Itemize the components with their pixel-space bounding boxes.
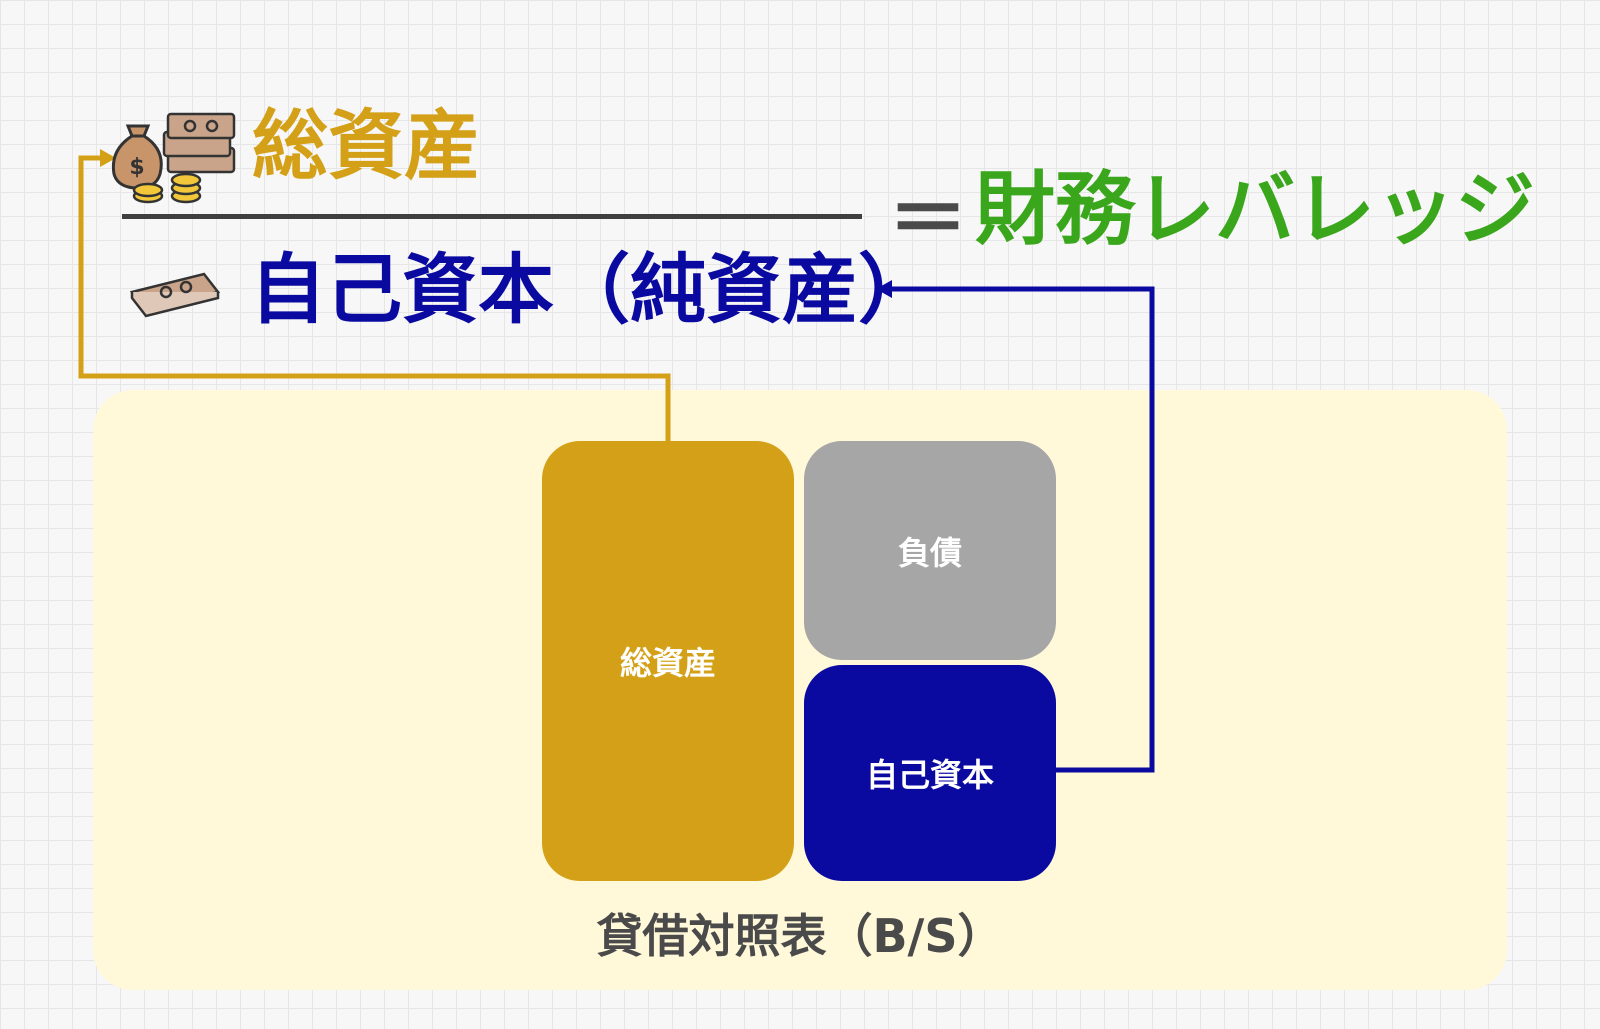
money-bag-cash-coins-icon: $ — [111, 112, 236, 204]
liabilities-block: 負債 — [804, 441, 1056, 660]
denominator-text: 自己資本（純資産） — [250, 245, 934, 334]
cash-stack-icon — [129, 272, 221, 318]
balance-sheet-caption: 貸借対照表（B/S） — [596, 909, 1004, 963]
equity-block-label: 自己資本 — [865, 756, 994, 794]
equity-connector-line — [890, 286, 1155, 773]
assets-connector-line — [78, 155, 671, 441]
coins-icon — [132, 172, 202, 204]
fraction-line — [122, 214, 862, 219]
result-text: 財務レバレッジ — [975, 163, 1535, 256]
numerator-text: 総資産 — [252, 101, 480, 190]
assets-block-label: 総資産 — [619, 644, 716, 682]
liabilities-block-label: 負債 — [897, 533, 962, 572]
assets-arrowhead — [100, 149, 116, 167]
equity-block: 自己資本 — [804, 665, 1056, 881]
equals-sign: ＝ — [888, 173, 968, 266]
assets-block: 総資産 — [542, 441, 794, 881]
cash-stack-icon — [162, 112, 236, 174]
equity-arrowhead — [876, 280, 892, 298]
balance-sheet-panel — [93, 390, 1507, 990]
dollar-sign-icon: $ — [129, 155, 144, 180]
